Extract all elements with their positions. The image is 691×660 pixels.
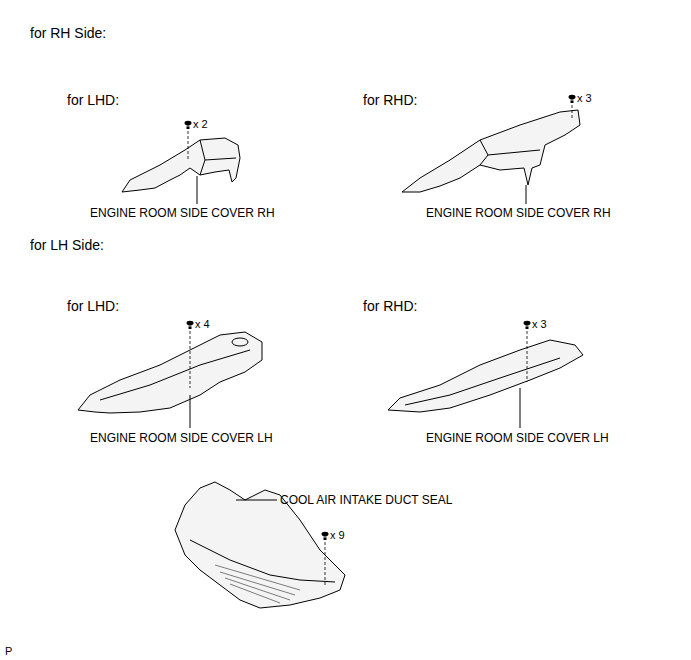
variant-heading: for LHD: [67,93,119,107]
fastener-count: x 3 [577,91,592,105]
part-name: ENGINE ROOM SIDE COVER LH [90,431,273,445]
fastener-count: x 4 [195,317,210,331]
section-heading: for LH Side: [30,238,104,252]
part-name: ENGINE ROOM SIDE COVER RH [426,206,611,220]
variant-heading: for RHD: [363,299,417,313]
variant-heading: for LHD: [67,299,119,313]
part-name: COOL AIR INTAKE DUCT SEAL [280,493,453,507]
variant-heading: for RHD: [363,93,417,107]
section-heading: for RH Side: [30,26,106,40]
part-name: ENGINE ROOM SIDE COVER RH [90,206,275,220]
part-name: ENGINE ROOM SIDE COVER LH [426,431,609,445]
fastener-count: x 2 [193,117,208,131]
fastener-count: x 3 [532,317,547,331]
fastener-count: x 9 [330,528,345,542]
figure-code: P [5,644,12,658]
